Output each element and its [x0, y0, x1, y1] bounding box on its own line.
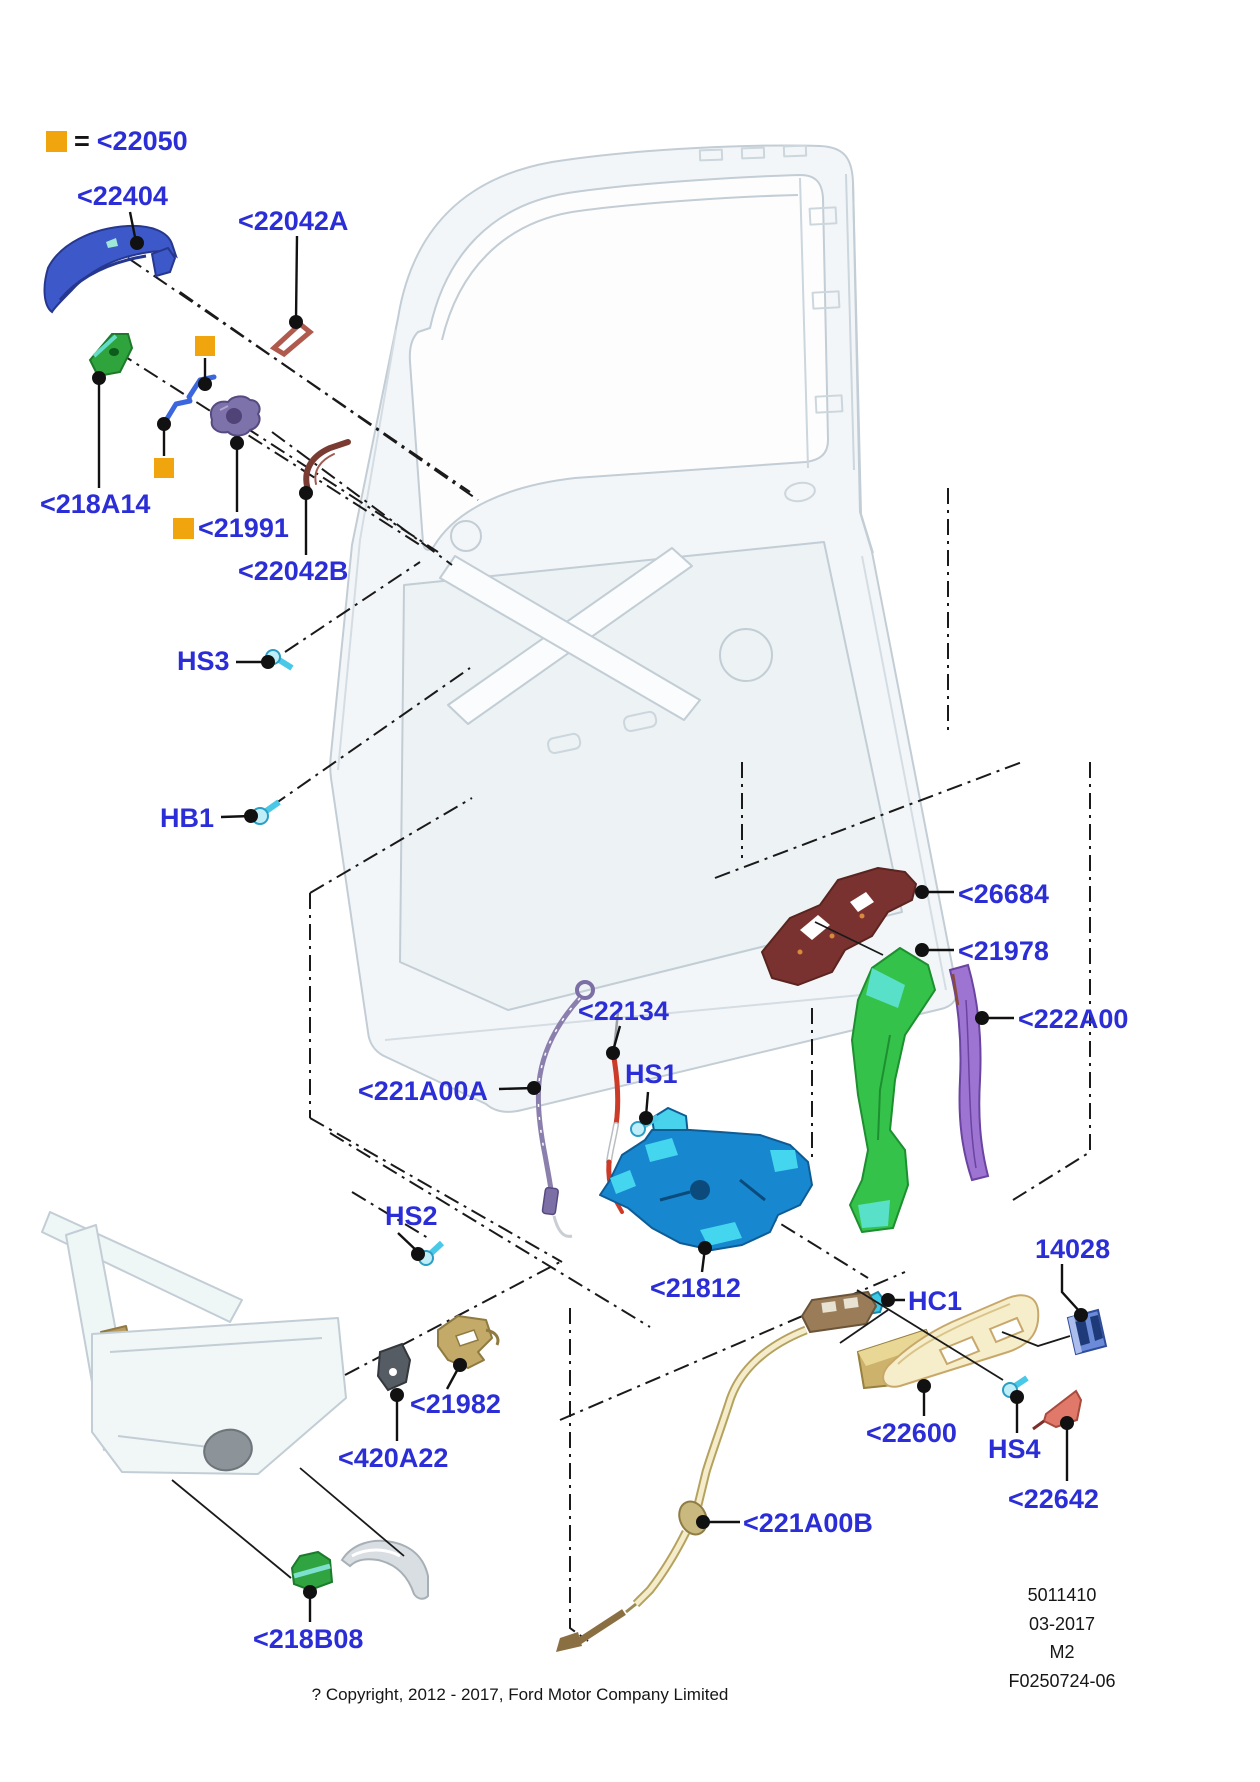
copyright-notice: ? Copyright, 2012 - 2017, Ford Motor Com… [311, 1685, 729, 1704]
callout-221a00b[interactable]: <221A00B [743, 1508, 873, 1538]
callout-hs1[interactable]: HS1 [625, 1059, 678, 1089]
callout-22050[interactable]: <22050 [96, 126, 188, 156]
callout-21982[interactable]: <21982 [410, 1389, 501, 1419]
part-21991-lock-cylinder[interactable] [210, 395, 261, 437]
callout-hb1[interactable]: HB1 [160, 803, 215, 833]
part-22404-exterior-door-handle[interactable] [43, 224, 178, 314]
callout-21991-row: <21991 [173, 515, 289, 542]
part-221a00b-release-cable[interactable] [556, 1290, 878, 1652]
callout-26684[interactable]: <26684 [958, 879, 1049, 909]
callout-218a14[interactable]: <218A14 [40, 489, 151, 519]
part-218a14-handle-bracket[interactable] [88, 333, 134, 378]
callout-hs3[interactable]: HS3 [177, 646, 230, 676]
callout-22134[interactable]: <22134 [578, 996, 669, 1026]
part-221a00a-release-cable[interactable] [535, 980, 595, 1238]
callout-22600[interactable]: <22600 [866, 1418, 957, 1448]
part-22042b-handle-gasket[interactable] [303, 439, 351, 493]
callout-22042b[interactable]: <22042B [238, 556, 349, 586]
callout-22404[interactable]: <22404 [77, 181, 168, 211]
part-21982-door-striker[interactable] [437, 1315, 500, 1369]
figure-code: F0250724-06 [1008, 1670, 1116, 1691]
part-21812-door-latch[interactable] [599, 1106, 813, 1251]
part-21978-window-carrier[interactable] [849, 947, 936, 1233]
callout-21812[interactable]: <21812 [650, 1273, 741, 1303]
legend-square-markers [154, 336, 215, 478]
assembly-lines [171, 921, 1071, 1579]
legend-square-icon [173, 518, 194, 539]
callout-21991[interactable]: <21991 [198, 513, 289, 543]
callout-hs4[interactable]: HS4 [988, 1434, 1041, 1464]
callout-218b08[interactable]: <218B08 [253, 1624, 364, 1654]
doc-number: 5011410 [1027, 1585, 1097, 1605]
callout-hc1[interactable]: HC1 [908, 1286, 963, 1316]
part-218b08-handle-end-cap[interactable] [290, 1550, 334, 1592]
door-shell-illustration [329, 144, 958, 1113]
callout-14028[interactable]: 14028 [1035, 1234, 1111, 1264]
leader-dots [92, 236, 1088, 1599]
callout-22642[interactable]: <22642 [1008, 1484, 1099, 1514]
doc-date: 03-2017 [1028, 1613, 1096, 1634]
document-info-block: 5011410 03-2017 M2 F0250724-06 [952, 1581, 1172, 1695]
callout-420a22[interactable]: <420A22 [338, 1443, 449, 1473]
exterior-handle-blank[interactable] [340, 1539, 429, 1600]
callout-22042a[interactable]: <22042A [238, 206, 349, 236]
part-22042a-handle-gasket[interactable] [269, 320, 314, 358]
part-26684-handle-reinforcement[interactable] [761, 867, 917, 986]
inner-trim-panel-illustration [41, 1211, 347, 1475]
part-420a22-striker-shim[interactable] [376, 1342, 412, 1392]
legend: = <22050 [46, 128, 188, 155]
callout-221a00a[interactable]: <221A00A [358, 1076, 488, 1106]
callout-hs2[interactable]: HS2 [385, 1201, 438, 1231]
part-222a00-glass-guide-rail[interactable] [948, 963, 990, 1182]
legend-square-icon [46, 131, 67, 152]
part-22600-interior-handle-bezel[interactable] [856, 1294, 1040, 1390]
doc-revision: M2 [1049, 1642, 1075, 1662]
callout-21978[interactable]: <21978 [958, 936, 1049, 966]
callout-222a00[interactable]: <222A00 [1018, 1004, 1129, 1034]
legend-equals: = [74, 126, 90, 156]
